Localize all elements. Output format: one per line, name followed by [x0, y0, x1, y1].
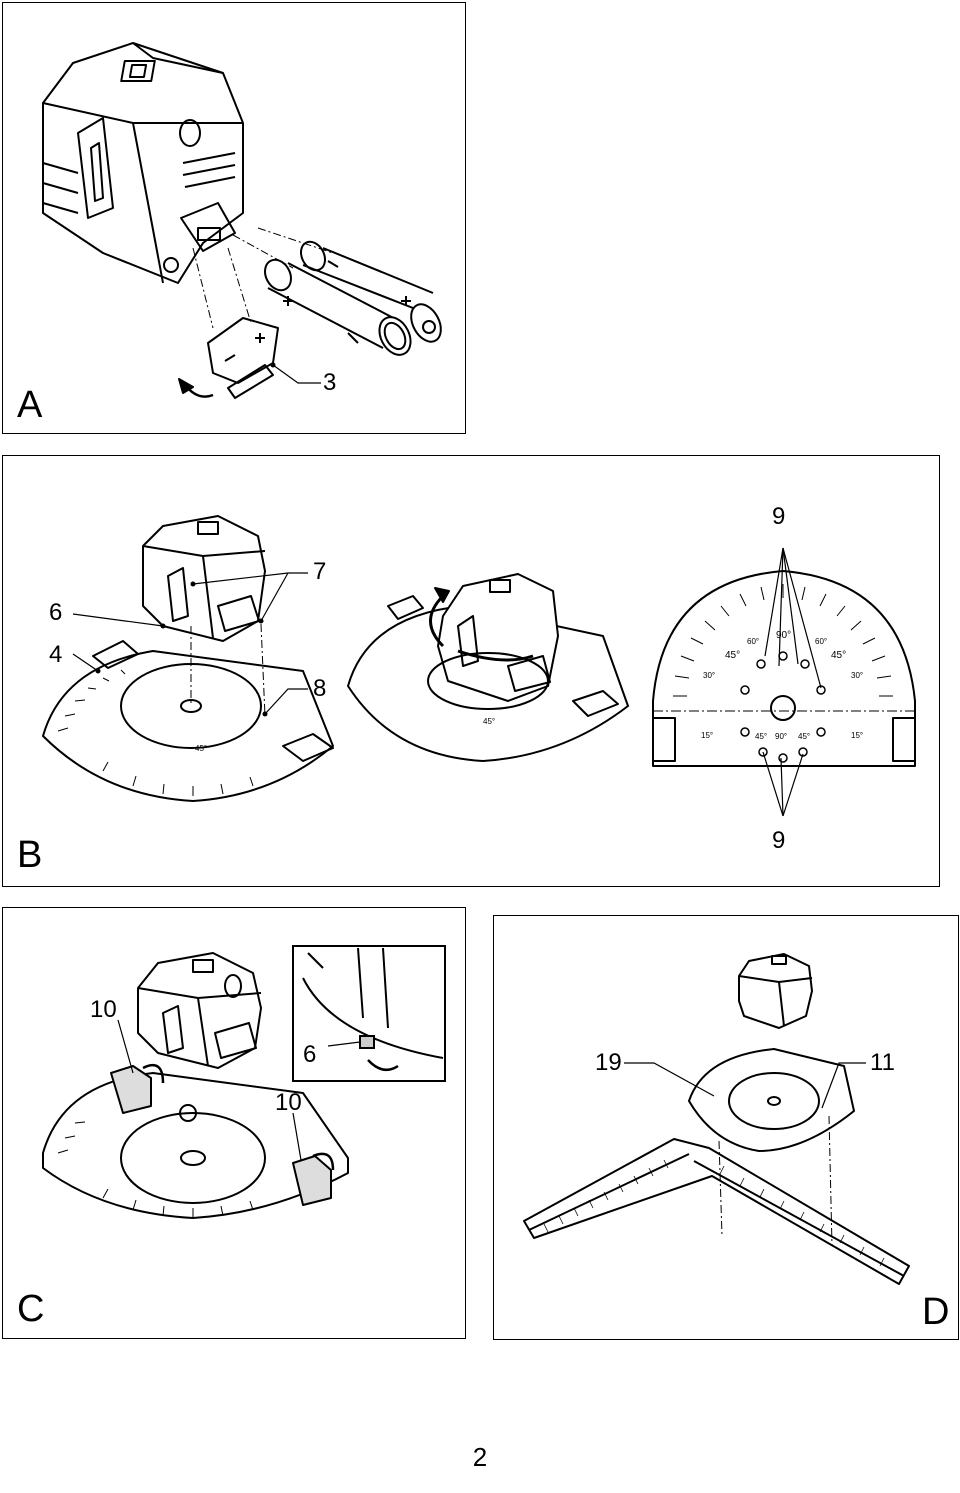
- callout-9-top: 9: [772, 503, 786, 530]
- callout-10-upper: 10: [90, 996, 117, 1023]
- scale-label-15-right: 15°: [851, 731, 863, 740]
- scale-label-60-left: 60°: [747, 637, 759, 646]
- panel-letter-b: B: [17, 834, 43, 876]
- panel-d: 19 11 D: [493, 915, 959, 1340]
- clip-attach-illustration: [42, 945, 446, 1219]
- callout-3: 3: [323, 369, 337, 396]
- scale-label-15-left: 15°: [701, 731, 713, 740]
- callout-19: 19: [595, 1049, 622, 1076]
- scale-label-45-lower-right: 45°: [798, 732, 810, 741]
- callout-4: 4: [49, 641, 63, 668]
- scale-label-45-left-base: 45°: [195, 744, 207, 753]
- scale-label-45-right: 45°: [831, 650, 846, 661]
- scale-label-30-left: 30°: [703, 671, 715, 680]
- panel-b: 90° 45° 45° 60° 60° 30° 30° 15° 15° 45° …: [2, 455, 940, 887]
- callout-7: 7: [313, 558, 327, 585]
- callout-9-bottom: 9: [772, 827, 786, 854]
- base-mount-illustration: 90° 45° 45° 60° 60° 30° 30° 15° 15° 45° …: [42, 515, 916, 817]
- scale-label-45-left: 45°: [725, 650, 740, 661]
- panel-letter-c: C: [17, 1288, 45, 1330]
- panel-a: 3 A: [2, 2, 466, 434]
- scale-label-90: 90°: [776, 630, 791, 641]
- panel-c: 10 10 6 C: [2, 907, 466, 1339]
- scale-label-90-lower: 90°: [775, 732, 787, 741]
- callout-10-lower: 10: [275, 1089, 302, 1116]
- scale-label-30-right: 30°: [851, 671, 863, 680]
- page-number: 2: [472, 1442, 488, 1472]
- scale-label-60-right: 60°: [815, 637, 827, 646]
- scale-label-45-lower-left: 45°: [755, 732, 767, 741]
- square-ruler-illustration: [523, 953, 910, 1285]
- callout-6-inset: 6: [303, 1041, 317, 1068]
- scale-label-45-mid-base: 45°: [483, 717, 495, 726]
- panel-letter-a: A: [17, 384, 43, 426]
- callout-8: 8: [313, 675, 327, 702]
- battery-install-illustration: [42, 42, 442, 399]
- callout-11: 11: [870, 1049, 895, 1076]
- panel-letter-d: D: [922, 1291, 950, 1333]
- callout-6: 6: [49, 599, 63, 626]
